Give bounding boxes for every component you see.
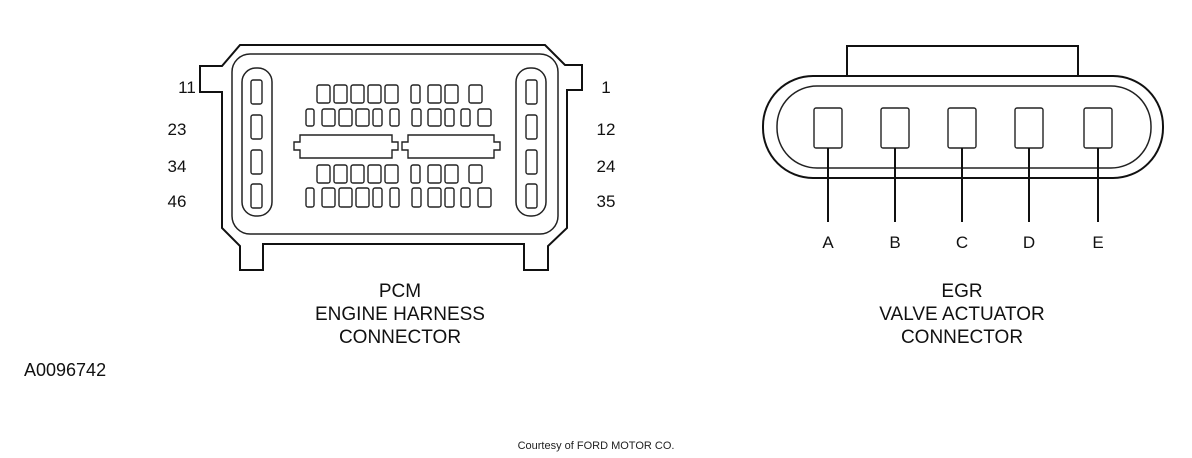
pcm-pin-label: 1 bbox=[601, 78, 610, 97]
pcm-caption-line: ENGINE HARNESS bbox=[315, 304, 485, 325]
pcm-pin-label: 12 bbox=[597, 120, 616, 139]
pcm-pin-label: 46 bbox=[168, 192, 187, 211]
pcm-caption-line: CONNECTOR bbox=[339, 327, 461, 348]
pcm-right-pin-pod bbox=[515, 67, 547, 217]
pcm-caption: PCM ENGINE HARNESS CONNECTOR bbox=[315, 281, 485, 348]
pcm-bottom-cavity-rows bbox=[305, 164, 492, 208]
pcm-connector: 11 23 34 46 1 12 24 35 PCM ENGINE HARNES… bbox=[168, 44, 616, 348]
egr-caption-line: CONNECTOR bbox=[901, 327, 1023, 348]
courtesy-credit: Courtesy of FORD MOTOR CO. bbox=[517, 440, 675, 452]
egr-caption-line: VALVE ACTUATOR bbox=[879, 304, 1044, 325]
pcm-pin-label: 11 bbox=[178, 78, 196, 97]
egr-latch bbox=[846, 45, 1079, 76]
pcm-left-pod-cavities bbox=[250, 79, 263, 209]
pcm-pin-labels-right: 1 12 24 35 bbox=[597, 78, 616, 211]
pcm-caption-line: PCM bbox=[379, 281, 421, 302]
pcm-pin-label: 24 bbox=[597, 157, 616, 176]
egr-pin-label: C bbox=[956, 233, 968, 252]
pcm-pin-label: 35 bbox=[597, 192, 616, 211]
egr-leader-lines bbox=[827, 148, 1099, 222]
egr-inner-housing bbox=[776, 85, 1152, 169]
egr-terminals bbox=[813, 107, 1113, 149]
egr-pin-label: B bbox=[889, 233, 900, 252]
egr-connector: A B C D E EGR VALVE ACTUATOR CONNECTOR bbox=[762, 45, 1164, 348]
egr-pin-labels: A B C D E bbox=[822, 233, 1103, 252]
egr-caption-line: EGR bbox=[941, 281, 982, 302]
pcm-pin-label: 34 bbox=[168, 157, 187, 176]
pcm-right-pod-cavities bbox=[525, 79, 538, 209]
egr-pin-label: D bbox=[1023, 233, 1035, 252]
egr-caption: EGR VALVE ACTUATOR CONNECTOR bbox=[879, 281, 1044, 348]
pcm-housing bbox=[199, 44, 583, 271]
pcm-inner-face bbox=[231, 53, 559, 235]
pcm-pin-labels-left: 11 23 34 46 bbox=[168, 78, 196, 211]
pcm-left-pin-pod bbox=[241, 67, 273, 217]
egr-pin-label: A bbox=[822, 233, 834, 252]
pcm-top-cavity-rows bbox=[305, 84, 492, 127]
pcm-center-keys bbox=[293, 134, 501, 159]
pcm-pin-label: 23 bbox=[168, 120, 187, 139]
figure-id: A0096742 bbox=[24, 360, 106, 380]
egr-pin-label: E bbox=[1092, 233, 1103, 252]
